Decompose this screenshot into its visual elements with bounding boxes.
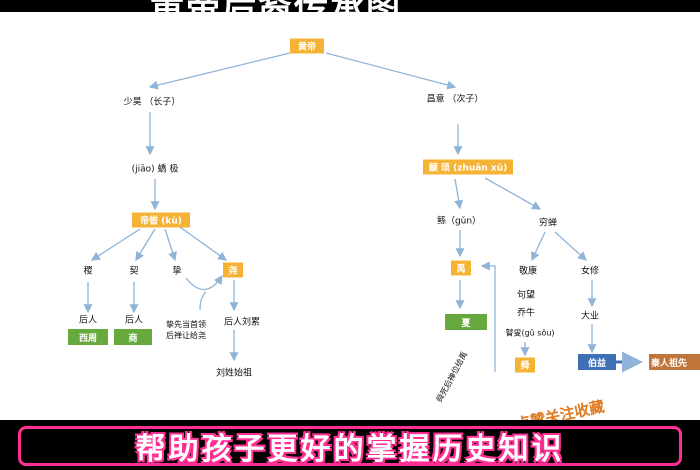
- arrow-diku-ji: [90, 228, 141, 261]
- node-daye: 大业: [580, 311, 600, 322]
- node-gun: 鲧（gǔn）: [436, 216, 482, 227]
- node-gusou: 瞽叟(gǔ sǒu): [505, 328, 555, 338]
- node-shaohao: 少昊 （长子）: [123, 97, 181, 108]
- node-qin-ancestor: 秦人祖先: [649, 354, 700, 370]
- connector-layer: [83, 52, 643, 373]
- arrow-zhi-note-curve: [185, 274, 223, 291]
- arrow-shun-yu: [480, 261, 496, 372]
- arrow-huangdi-shaohao: [148, 52, 291, 90]
- node-houren-liulei: 后人刘累: [223, 317, 261, 328]
- node-juwang: 句望: [516, 290, 536, 301]
- node-huangdi: 黄帝: [290, 38, 324, 54]
- note-zhi-shanrang: 挚先当首领后禅让给尧: [166, 320, 206, 340]
- node-jingkang: 敬康: [518, 266, 538, 277]
- node-liu-ancestor: 刘姓始祖: [215, 368, 253, 379]
- node-zhi: 挚: [172, 266, 182, 277]
- node-shang: 商: [114, 329, 152, 345]
- arrow-zhuanxu-gun: [454, 178, 464, 210]
- banner-text: 帮助孩子更好的掌握历史知识: [135, 432, 565, 467]
- arrow-zhi-note-link: [199, 291, 207, 311]
- node-changyi: 昌意 （次子）: [426, 94, 484, 105]
- node-zhuanxu: 颛 顼 (zhuān xū): [423, 159, 513, 175]
- node-xizhou: 西周: [68, 329, 108, 345]
- node-houren-2: 后人: [124, 315, 144, 326]
- node-diku: 帝喾 (kù): [132, 212, 190, 228]
- node-xie: 契: [129, 266, 139, 277]
- node-xia: 夏: [445, 314, 487, 330]
- banner-frame: 帮助孩子更好的掌握历史知识: [18, 426, 682, 467]
- node-qiaoniu: 乔牛: [516, 308, 536, 319]
- node-yao: 尧: [223, 262, 243, 278]
- top-strip: 黄帝后裔传承图: [0, 0, 700, 12]
- node-ji: 稷: [83, 266, 93, 277]
- arrow-qiongchan-jingkang: [531, 231, 546, 262]
- node-boyi: 伯益: [578, 354, 616, 370]
- family-tree-diagram: 黄帝 少昊 （长子） 昌意 （次子） (jiāo) 蟜 极 颛 顼 (zhuān…: [0, 12, 700, 434]
- arrow-qiongchan-nvxiu: [554, 231, 587, 261]
- node-houren-1: 后人: [78, 315, 98, 326]
- page-title: 黄帝后裔传承图: [150, 0, 402, 12]
- node-nvxiu: 女修: [580, 266, 600, 277]
- arrow-huangdi-changyi: [325, 52, 457, 90]
- node-shun: 舜: [515, 357, 535, 373]
- node-yu: 禹: [451, 260, 471, 276]
- arrow-diku-yao: [179, 226, 228, 261]
- node-qiongchan: 穷蝉: [538, 218, 558, 229]
- node-jiaoji: (jiāo) 蟜 极: [131, 164, 179, 175]
- arrow-diku-zhi: [164, 228, 177, 262]
- arrow-zhuanxu-qiongchan: [484, 177, 542, 210]
- arrow-diku-xie: [135, 228, 156, 262]
- bottom-banner: 帮助孩子更好的掌握历史知识: [0, 420, 700, 470]
